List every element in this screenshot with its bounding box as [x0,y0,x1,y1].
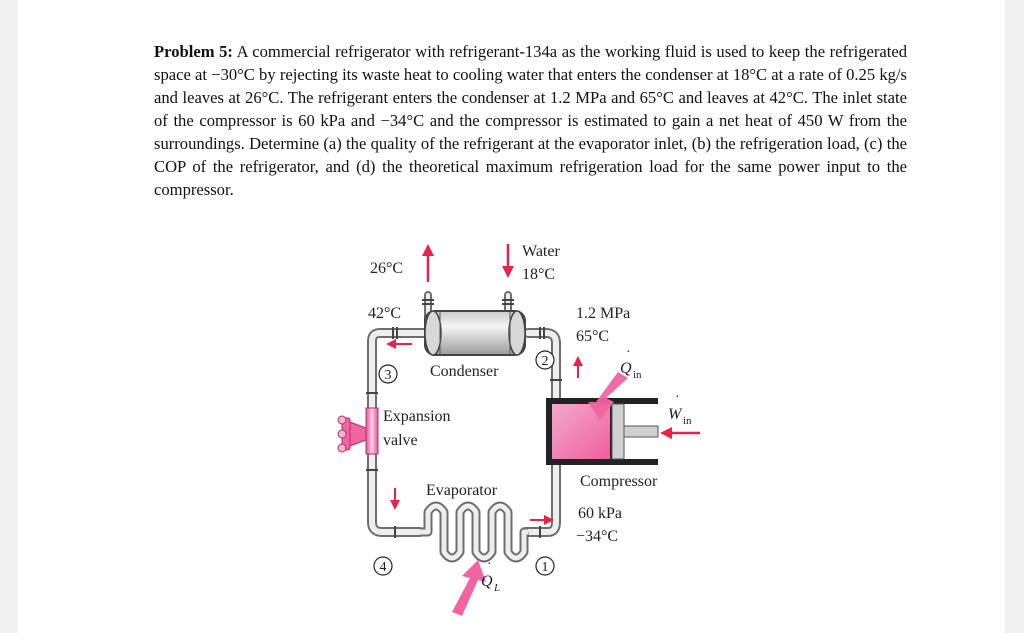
state-1-label: 1 [542,560,549,575]
state-4-circle [373,556,393,576]
state-2-label: 2 [542,354,549,369]
water-label: Water [522,243,560,260]
water-out-temp: 26°C [370,260,403,277]
q-l-dot: · [487,557,492,572]
w-in-subscript: in [683,415,692,427]
q-l-subscript: L [493,582,500,594]
state-3-circle [378,364,398,384]
evaporator-label: Evaporator [426,482,498,499]
condenser-label: Condenser [430,363,499,380]
expansion-valve-label-1: Expansion [383,408,451,425]
problem-label: Problem 5: [154,42,233,61]
condenser-inlet-temp: 65°C [576,328,609,345]
condenser-inlet-pressure: 1.2 MPa [576,305,630,322]
water-in-temp: 18°C [522,266,555,283]
w-in-symbol: W [668,406,683,423]
compressor-inlet-pressure: 60 kPa [578,505,622,522]
q-l-symbol: Q [481,573,493,590]
evaporator-coil [420,501,529,563]
state-markers: 3 2 4 1 [373,350,555,576]
compressor-inlet-temp: −34°C [576,528,618,545]
diagram-labels: 26°C Water 18°C 42°C 1.2 MPa 65°C Conden… [368,243,692,594]
expansion-valve-label-2: valve [383,432,418,449]
compressor-label: Compressor [580,473,658,490]
state-2-circle [535,350,555,370]
pipe-flanges [366,299,562,538]
expansion-valve [337,407,379,455]
condenser-unit [424,310,526,356]
state-3-label: 3 [385,368,392,383]
problem-statement: Problem 5: A commercial refrigerator wit… [154,40,907,201]
problem-text: A commercial refrigerator with refrigera… [154,42,908,199]
flow-arrows [386,244,700,616]
w-in-dot: · [675,390,680,405]
q-in-subscript: in [633,369,642,381]
state-1-circle [535,556,555,576]
state-4-label: 4 [380,560,387,575]
q-in-symbol: Q [620,360,632,377]
condenser-exit-temp: 42°C [368,305,401,322]
q-in-dot: · [626,345,631,360]
